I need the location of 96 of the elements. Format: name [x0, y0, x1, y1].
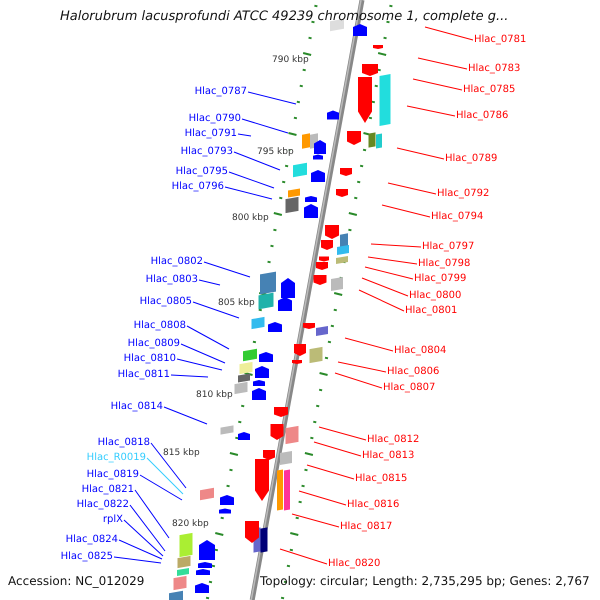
- gene-label: Hlac_0794: [431, 211, 484, 223]
- gene-label: Hlac_0824: [66, 534, 118, 546]
- leader-line: [362, 278, 408, 296]
- leader-line: [344, 338, 394, 352]
- leader-line: [424, 26, 474, 40]
- leader-line: [318, 426, 366, 440]
- gene-label: Hlac_0810: [124, 353, 176, 365]
- leader-line: [238, 134, 252, 136]
- gene-label: Hlac_0806: [387, 366, 440, 378]
- leader-line: [412, 78, 462, 90]
- leader-line: [234, 152, 280, 170]
- leader-line: [186, 326, 230, 350]
- gene-label: Hlac_0785: [463, 84, 516, 96]
- gene-label: Hlac_0818: [98, 437, 150, 449]
- gene-label: Hlac_0813: [362, 450, 414, 462]
- gene-label: Hlac_0822: [76, 499, 129, 511]
- leader-line: [382, 204, 430, 218]
- gene-label: Hlac_0814: [110, 401, 163, 413]
- leader-line: [150, 442, 186, 488]
- leader-line: [358, 290, 404, 312]
- gene-label: Hlac_0793: [180, 146, 233, 158]
- leader-line: [130, 504, 166, 552]
- kbp-label: 805 kbp: [218, 299, 255, 308]
- leader-line: [170, 374, 208, 378]
- leader-line: [198, 280, 220, 286]
- leader-line: [368, 256, 418, 264]
- leader-line: [406, 106, 456, 116]
- leader-line: [224, 186, 272, 200]
- leader-line: [370, 244, 422, 248]
- leader-line: [418, 58, 468, 70]
- leader-line: [292, 514, 340, 528]
- leader-line: [180, 344, 226, 364]
- leader-line: [134, 490, 170, 538]
- gene-label: Hlac_0795: [176, 166, 228, 178]
- gene-label: Hlac_0820: [328, 558, 380, 570]
- leader-line: [124, 520, 164, 556]
- leader-line: [306, 464, 354, 480]
- leader-line: [140, 474, 182, 500]
- leader-line: [176, 358, 222, 370]
- leader-line: [338, 362, 386, 372]
- gene-label: Hlac_0791: [184, 128, 237, 140]
- kbp-label: 800 kbp: [232, 214, 269, 223]
- gene-label: Hlac_0825: [60, 551, 113, 563]
- gene-label: Hlac_0802: [150, 256, 203, 268]
- kbp-label: 795 kbp: [257, 148, 294, 157]
- gene-label: Hlac_0781: [474, 34, 526, 46]
- leader-line: [280, 548, 328, 564]
- gene-label: Hlac_0786: [456, 110, 508, 122]
- gene-label: Hlac_0798: [418, 258, 470, 270]
- accession-text: Accession: NC_012029: [8, 575, 144, 587]
- gene-label: Hlac_0805: [140, 296, 192, 308]
- gene-label: Hlac_0803: [146, 274, 198, 286]
- leader-line: [242, 118, 288, 134]
- gene-label: Hlac_0812: [367, 434, 420, 446]
- gene-label: Hlac_0783: [468, 63, 520, 75]
- leader-line: [118, 540, 162, 560]
- leader-line: [204, 262, 250, 278]
- leader-line: [192, 302, 240, 318]
- kbp-label: 810 kbp: [196, 391, 233, 400]
- kbp-label: 820 kbp: [172, 520, 209, 529]
- gene-label: Hlac_0789: [445, 153, 498, 165]
- gene-label: Hlac_0808: [134, 320, 186, 332]
- gene-label: Hlac_0790: [188, 113, 241, 125]
- gene-label: Hlac_0811: [118, 369, 170, 381]
- gene-label: Hlac_0787: [194, 86, 247, 98]
- gene-label: Hlac_0801: [405, 305, 458, 317]
- kbp-label: 815 kbp: [163, 449, 200, 458]
- leader-line: [146, 458, 184, 494]
- leader-line: [228, 172, 274, 188]
- gene-label: Hlac_0796: [172, 181, 224, 193]
- leader-line: [364, 266, 414, 280]
- gene-label: Hlac_0815: [355, 473, 408, 485]
- gene-label: Hlac_0800: [409, 290, 462, 302]
- leader-line: [248, 92, 296, 104]
- leader-line: [114, 556, 162, 564]
- gene-label: Hlac_0816: [347, 499, 400, 511]
- kbp-label: 790 kbp: [272, 56, 309, 65]
- leader-line: [388, 182, 436, 194]
- leader-line: [298, 490, 346, 506]
- gene-label: Hlac_0817: [340, 521, 392, 533]
- gene-label: Hlac_0821: [82, 484, 134, 496]
- gene-label: Hlac_0804: [394, 345, 446, 357]
- leader-line: [396, 148, 444, 160]
- topology-text: Topology: circular; Length: 2,735,295 bp; Genes: 2,767: [260, 575, 590, 587]
- gene-label: Hlac_0807: [383, 382, 436, 394]
- gene-label: Hlac_0799: [414, 273, 466, 285]
- gene-label: Hlac_0797: [422, 241, 474, 253]
- gene-label: Hlac_R0019: [86, 452, 146, 464]
- leader-line: [314, 442, 362, 456]
- leader-line: [164, 406, 208, 424]
- gene-label: Hlac_0819: [86, 469, 139, 481]
- gene-label: rplX: [102, 514, 123, 526]
- gene-label: Hlac_0809: [128, 338, 180, 350]
- map-title: Halorubrum lacusprofundi ATCC 49239 chromosome 1, complete g...: [60, 10, 508, 23]
- gene-label: Hlac_0792: [437, 188, 490, 200]
- leader-line: [334, 372, 382, 388]
